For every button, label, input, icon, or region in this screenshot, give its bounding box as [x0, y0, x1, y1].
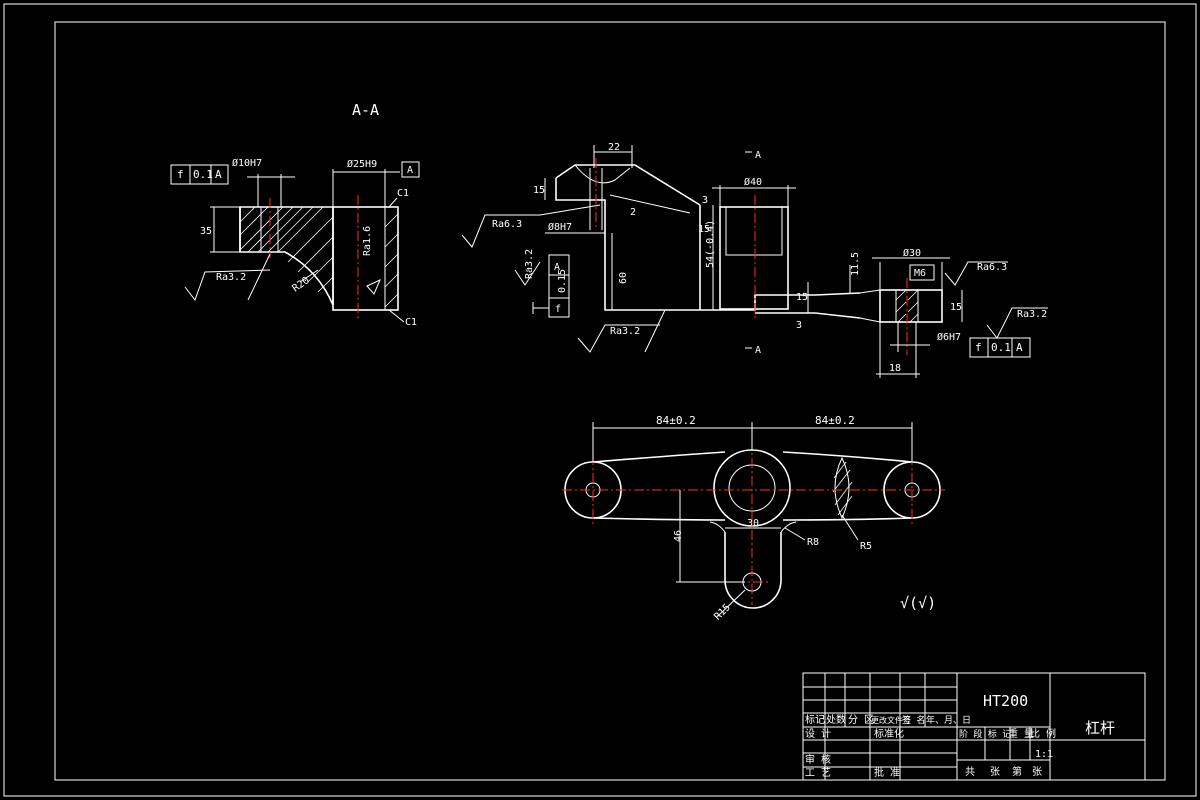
outer-frame: [3, 3, 1197, 797]
svg-text:Ø8H7: Ø8H7: [548, 221, 572, 233]
svg-text:第: 第: [1012, 765, 1022, 778]
svg-text:共: 共: [965, 766, 975, 778]
section-boss-outline: [332, 206, 399, 311]
part-name: 杠杆: [1085, 719, 1115, 737]
svg-text:R8: R8: [807, 537, 819, 548]
svg-text:张: 张: [1032, 766, 1042, 778]
svg-text:Ø40: Ø40: [744, 176, 762, 188]
svg-text:Ra3.2: Ra3.2: [524, 249, 535, 279]
svg-text:处数: 处数: [826, 713, 846, 726]
svg-text:签 名: 签 名: [902, 714, 925, 726]
svg-text:46: 46: [673, 530, 684, 542]
svg-text:30: 30: [747, 518, 759, 529]
svg-text:标准化: 标准化: [874, 727, 904, 740]
svg-text:f: f: [975, 341, 982, 354]
svg-text:R20: R20: [291, 275, 312, 294]
svg-text:Ra1.6: Ra1.6: [362, 226, 373, 256]
drawing-border: [54, 21, 1166, 781]
svg-text:审 核: 审 核: [805, 753, 831, 766]
svg-text:15: 15: [533, 185, 545, 196]
svg-text:A: A: [407, 165, 413, 176]
svg-text:11.5: 11.5: [850, 252, 861, 276]
svg-text:0.1: 0.1: [193, 168, 213, 181]
svg-text:35: 35: [200, 226, 212, 237]
svg-text:C1: C1: [405, 317, 417, 328]
svg-text:3: 3: [702, 195, 708, 206]
svg-text:Ø25H9: Ø25H9: [347, 158, 377, 170]
svg-text:阶 段 标 记: 阶 段 标 记: [959, 728, 1011, 740]
svg-text:Ø6H7: Ø6H7: [937, 331, 961, 343]
plan-view: 84±0.2 84±0.2 30 R8 R5 46 R15 √(√): [562, 414, 945, 623]
svg-text:比 例: 比 例: [1030, 727, 1056, 740]
title-block: HT200 杠杆 1:1 标记 处数 分 区 更改文件号 签 名 年、月、日 设…: [802, 672, 1146, 781]
svg-text:A: A: [554, 262, 560, 273]
svg-text:工 艺: 工 艺: [805, 767, 831, 779]
svg-text:R5: R5: [860, 541, 872, 552]
svg-text:Ra6.3: Ra6.3: [492, 219, 522, 230]
svg-text:重 量: 重 量: [1008, 727, 1034, 740]
material: HT200: [983, 692, 1028, 710]
svg-text:Ra6.3: Ra6.3: [977, 262, 1007, 273]
svg-text:M6: M6: [914, 268, 926, 279]
svg-text:84±0.2: 84±0.2: [815, 414, 855, 427]
svg-text:Ra3.2: Ra3.2: [610, 326, 640, 337]
roughness-note: √(√): [900, 594, 936, 612]
side-view: 22 A Ø40 15 2 3 Ra6.3 Ø8H7 15 Ra3.2 0.15…: [461, 142, 1048, 378]
svg-text:设 计: 设 计: [805, 727, 831, 740]
svg-text:更改文件号: 更改文件号: [871, 715, 911, 725]
svg-text:3: 3: [796, 320, 802, 331]
svg-text:54(-0.4): 54(-0.4): [705, 220, 716, 268]
svg-text:84±0.2: 84±0.2: [656, 414, 696, 427]
svg-text:f: f: [177, 168, 184, 181]
svg-text:张: 张: [990, 766, 1000, 778]
section-hatch: [239, 206, 399, 308]
svg-text:A: A: [215, 168, 222, 181]
svg-text:年、月、日: 年、月、日: [926, 714, 971, 726]
section-view-a-a: A-A f 0.1 A: [170, 101, 420, 328]
svg-text:f: f: [555, 304, 561, 315]
svg-text:标记: 标记: [805, 714, 825, 726]
section-lug-outline: [239, 206, 334, 306]
side-right-hatch: [895, 289, 919, 323]
section-title: A-A: [352, 101, 379, 119]
svg-text:60: 60: [618, 272, 629, 284]
svg-text:Ø30: Ø30: [903, 247, 921, 259]
svg-text:C1: C1: [397, 188, 409, 199]
svg-text:18: 18: [889, 363, 901, 374]
svg-text:0.1: 0.1: [991, 341, 1011, 354]
svg-text:A: A: [1016, 341, 1023, 354]
svg-text:Ø10H7: Ø10H7: [232, 157, 262, 169]
svg-text:A: A: [755, 345, 761, 356]
svg-text:15: 15: [698, 224, 710, 235]
svg-text:1:1: 1:1: [1035, 749, 1053, 760]
svg-text:Ra3.2: Ra3.2: [1017, 309, 1047, 320]
svg-text:15: 15: [796, 292, 808, 303]
svg-text:批 准: 批 准: [874, 766, 900, 779]
svg-text:22: 22: [608, 142, 620, 153]
svg-text:A: A: [755, 150, 761, 161]
svg-text:0.15: 0.15: [557, 269, 568, 293]
svg-text:Ra3.2: Ra3.2: [216, 272, 246, 283]
tolerance-frame-section: f 0.1 A: [170, 164, 229, 185]
svg-text:分 区: 分 区: [848, 714, 874, 726]
svg-text:15: 15: [950, 302, 962, 313]
svg-text:2: 2: [630, 207, 636, 218]
